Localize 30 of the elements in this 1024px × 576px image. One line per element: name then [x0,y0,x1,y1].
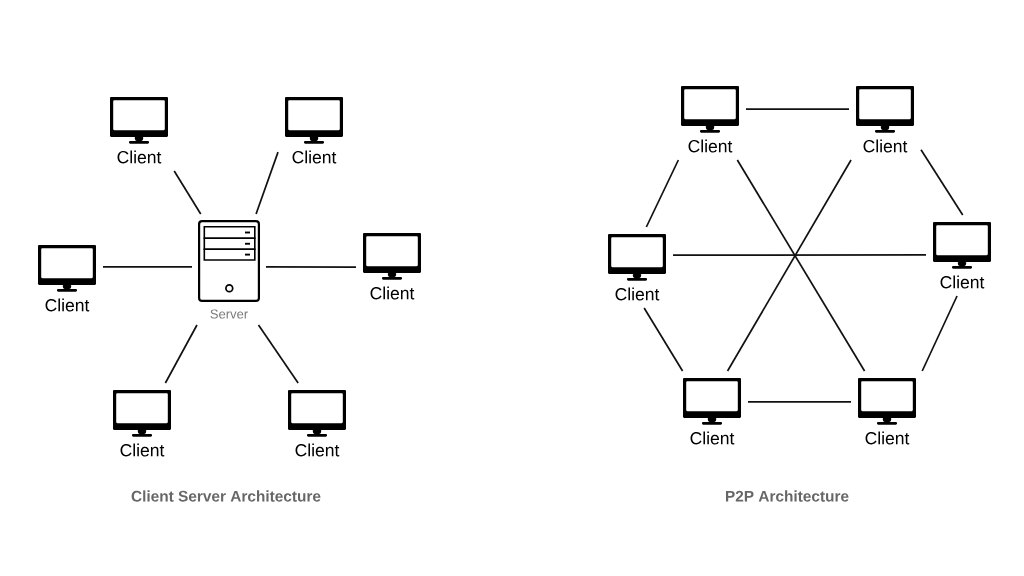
connection-line [643,307,684,372]
connection-line [736,159,866,372]
connection-line [921,295,958,372]
caption: Client Server Architecture [131,490,321,502]
node-label: Client [863,139,908,153]
connection-line [257,324,299,384]
connection-line [645,159,680,228]
node-label: Client [117,150,162,164]
connection-line [920,148,964,216]
connection-line [672,254,927,256]
node-label: Client [615,287,660,301]
connection-line [726,159,852,372]
node-label: Client [292,150,337,164]
node-label: Client [940,275,985,289]
node-label: Server [210,309,248,319]
node-label: Client [295,443,340,457]
node-label: Client [370,286,415,300]
node-label: Client [688,139,733,153]
connection-line [747,401,852,403]
connection-line [173,170,202,215]
node-label: Client [865,431,910,445]
node-label: Client [120,443,165,457]
connection-line [745,108,850,111]
node-label: Client [45,298,90,312]
connection-line [164,324,198,384]
caption: P2P Architecture [726,490,849,502]
connection-line [265,266,357,268]
connection-line [255,151,279,215]
connection-line [102,265,193,268]
node-label: Client [690,431,735,445]
